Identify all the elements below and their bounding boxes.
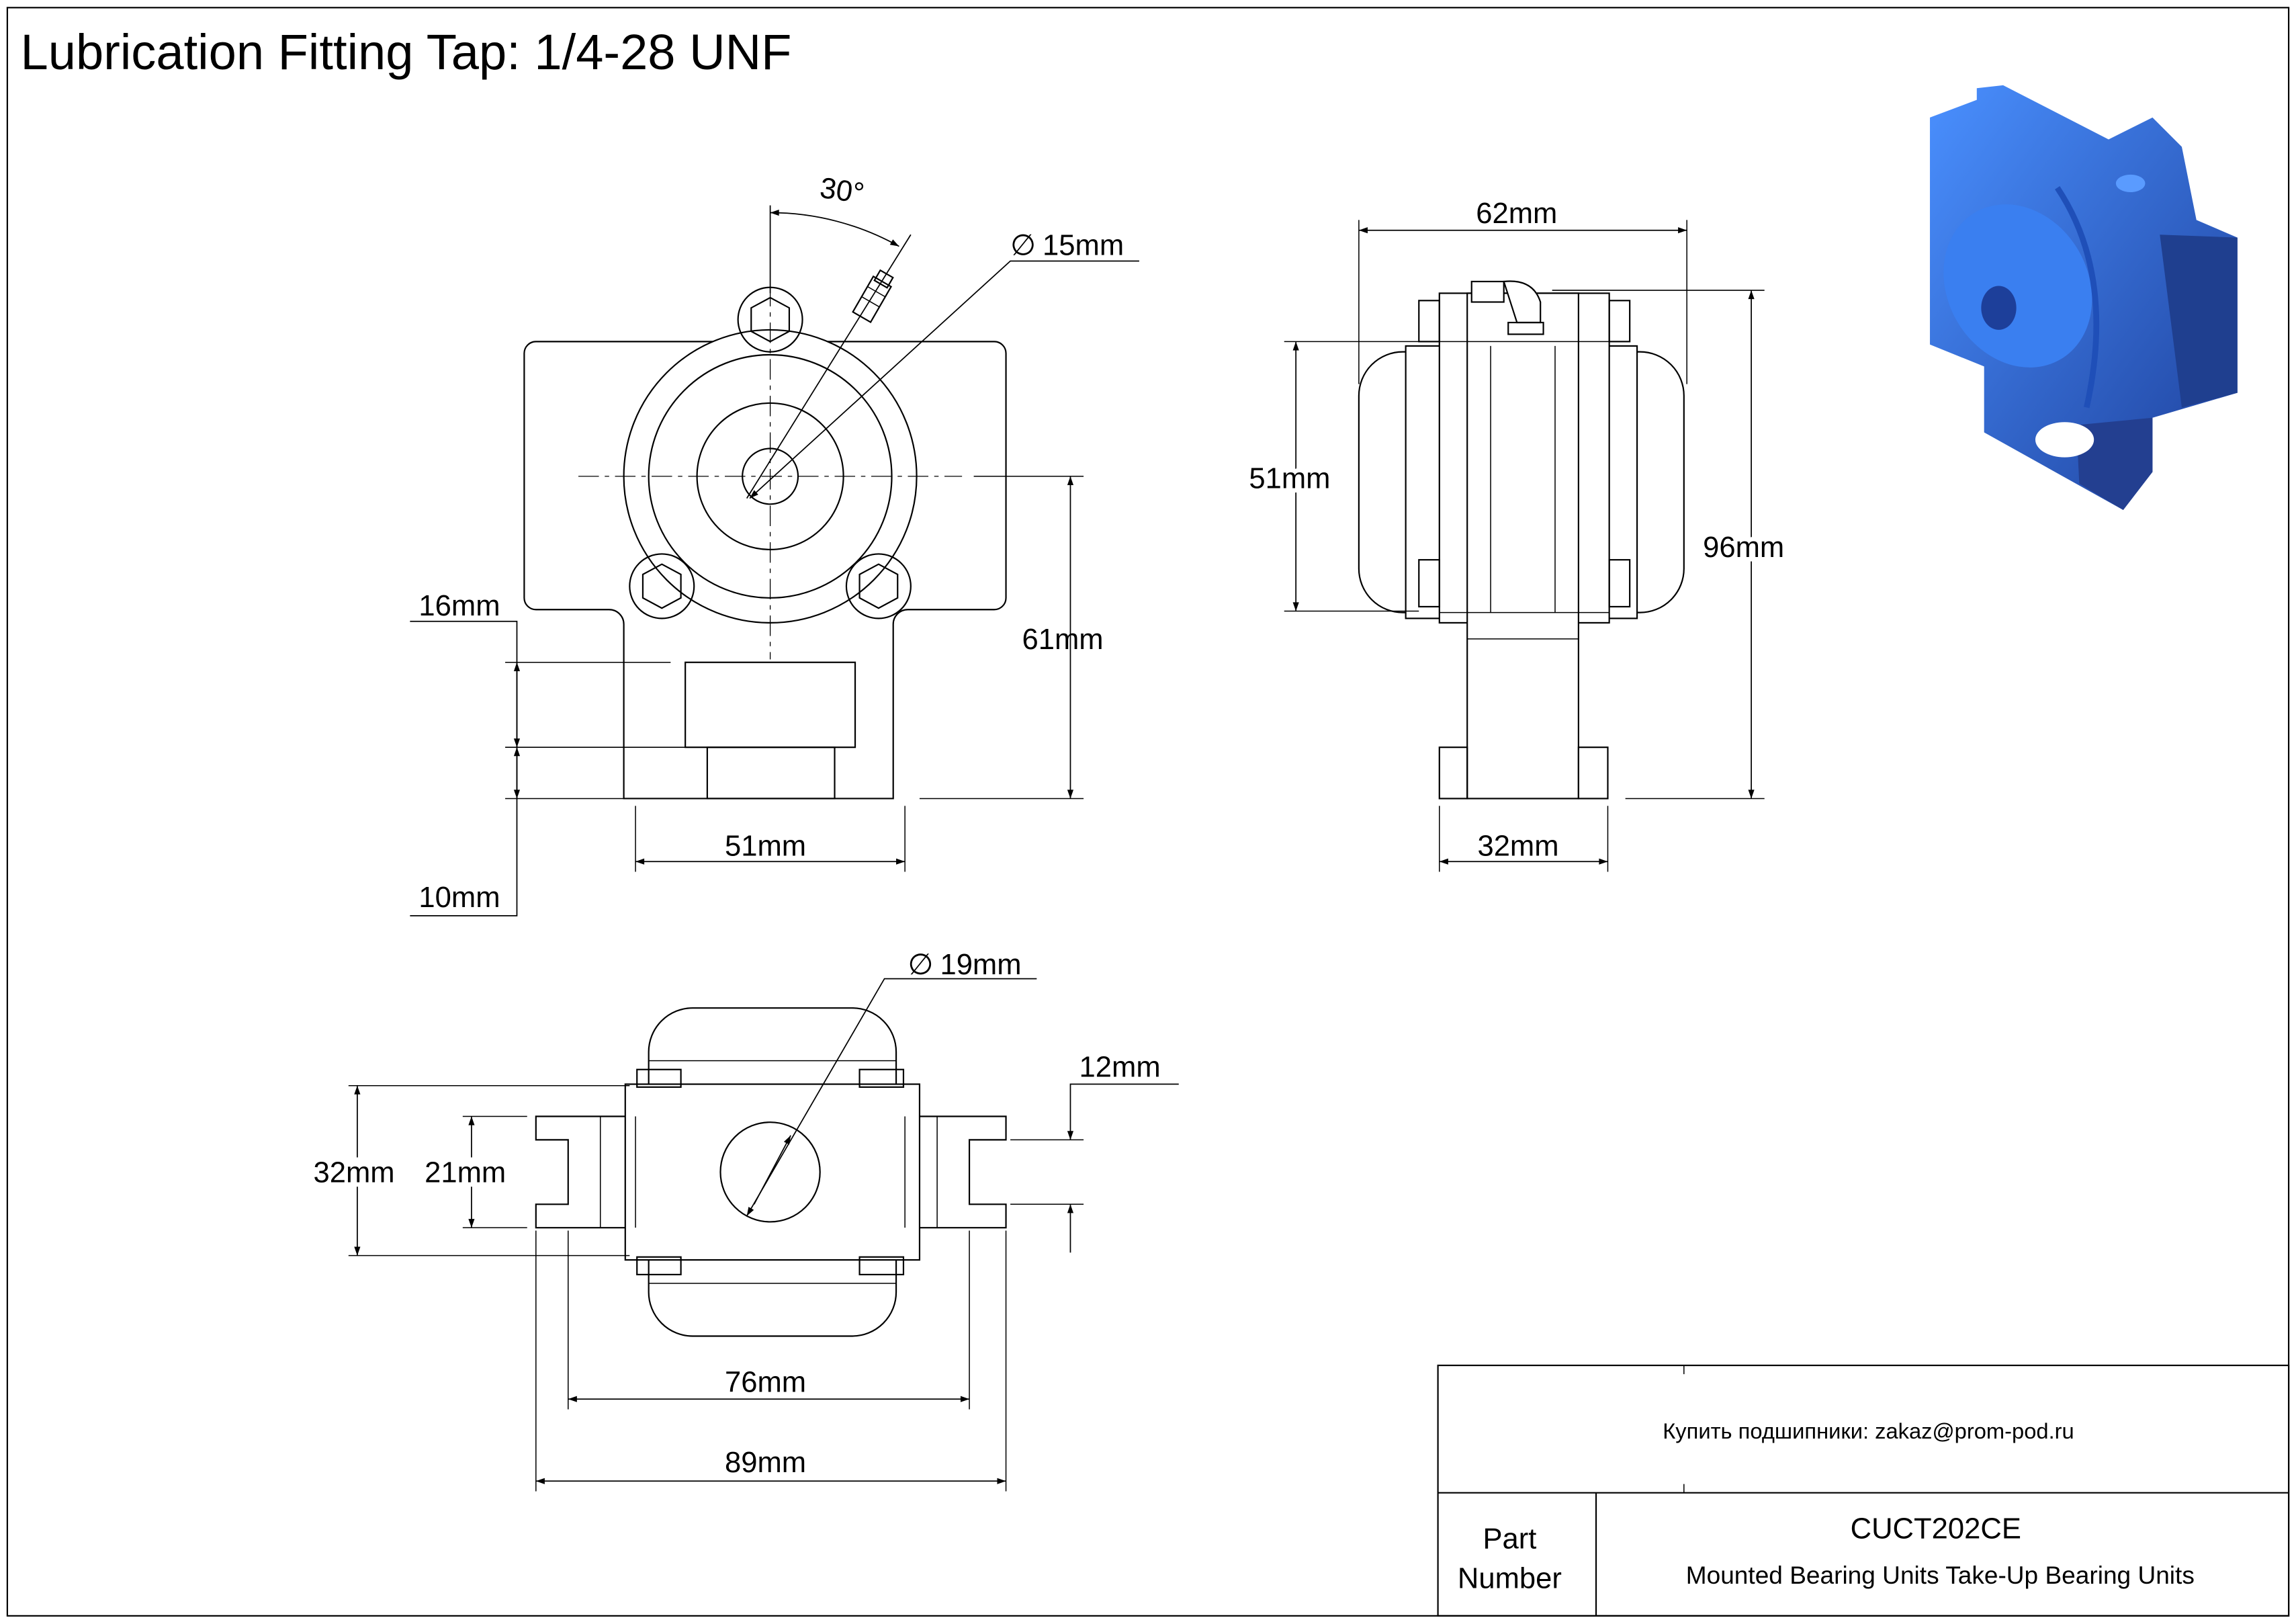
isometric-render — [1930, 85, 2238, 511]
diameter-symbol: ∅ — [1010, 230, 1036, 262]
drawing-title: Lubrication Fitting Tap: 1/4-28 UNF — [21, 24, 792, 80]
width-62mm: 62mm — [1476, 198, 1557, 230]
height-51mm: 51mm — [1249, 462, 1330, 495]
part-label-line1: Part — [1483, 1523, 1536, 1555]
part-number: CUCT202CE — [1851, 1512, 2021, 1545]
part-description: Mounted Bearing Units Take-Up Bearing Un… — [1686, 1561, 2195, 1589]
contact-text: Купить подшипники: zakaz@prom-pod.ru — [1663, 1418, 2074, 1443]
dim-21mm: 21mm — [425, 1157, 506, 1189]
dim-10mm: 10mm — [418, 882, 500, 914]
dim-12mm: 12mm — [1079, 1052, 1161, 1084]
title-block: Купить подшипники: zakaz@prom-pod.ru Par… — [1437, 1364, 2290, 1617]
front-view: 30° ∅ 15mm 61mm 16mm 10mm 51mm — [410, 172, 1139, 916]
hole-diameter-15mm: 15mm — [1043, 230, 1124, 262]
angle-30-label: 30° — [818, 172, 867, 210]
side-view: 62mm 51mm 96mm 32mm — [1245, 198, 1789, 872]
width-32mm: 32mm — [1477, 830, 1558, 862]
width-51mm: 51mm — [725, 830, 806, 862]
dim-32mm: 32mm — [313, 1157, 394, 1189]
diameter-symbol-2: ∅ — [908, 949, 934, 981]
dim-16mm: 16mm — [418, 590, 500, 622]
dim-76mm: 76mm — [725, 1366, 806, 1398]
dim-89mm: 89mm — [725, 1447, 806, 1479]
height-61mm: 61mm — [1022, 624, 1104, 656]
grease-fitting-side — [1470, 280, 1544, 335]
bore-diameter-19mm: 19mm — [940, 949, 1021, 981]
bottom-view: ∅ 19mm 12mm 32mm 21mm 76mm 89mm — [313, 949, 1179, 1492]
sheet-border — [6, 7, 2290, 1617]
height-96mm: 96mm — [1703, 531, 1784, 564]
grease-fitting — [852, 269, 894, 323]
part-label-line2: Number — [1458, 1562, 1562, 1594]
